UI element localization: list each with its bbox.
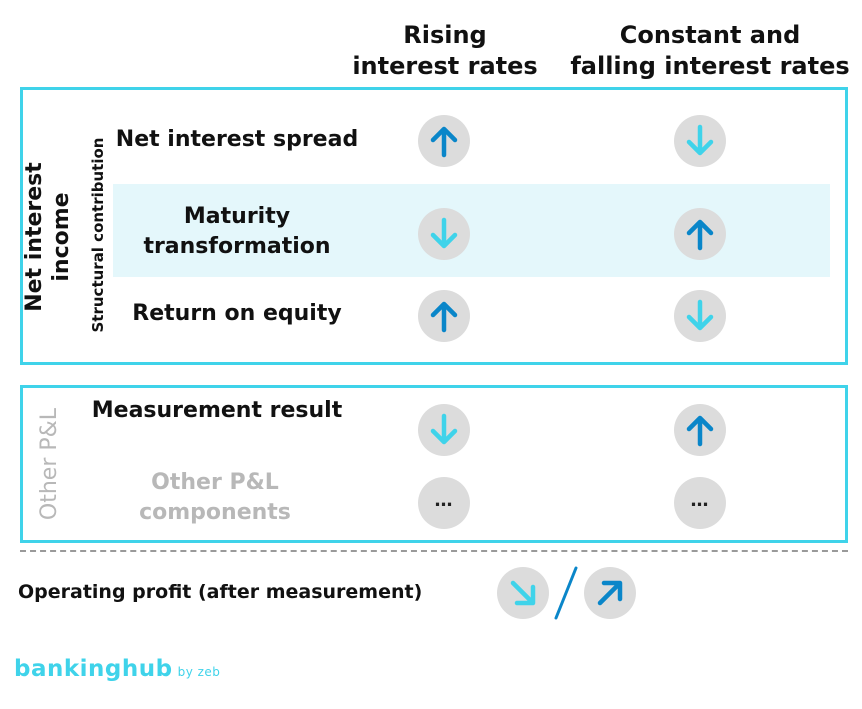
- structural-contribution-text: Structural contribution: [89, 137, 107, 333]
- ellipsis-icon: …: [434, 489, 454, 511]
- arrow-down-right-icon: [510, 580, 536, 606]
- arrow-up-icon: [686, 219, 714, 251]
- other-pl-box: [20, 385, 848, 543]
- indicator-spread-falling: [674, 115, 726, 167]
- arrow-down-icon: [430, 217, 458, 249]
- indicator-maturity-rising: [418, 208, 470, 260]
- row-label-other-pl-components-line2: components: [139, 500, 291, 525]
- indicator-measurement-rising: [418, 404, 470, 456]
- other-pl-vertical-label: Other P&L: [37, 384, 63, 544]
- logo-suffix: by zeb: [177, 665, 221, 679]
- indicator-other-pl-rising: …: [418, 477, 470, 529]
- row-label-measurement-result-text: Measurement result: [91, 398, 343, 423]
- row-label-maturity-transformation: Maturity transformation: [110, 202, 364, 262]
- dashed-divider: [20, 550, 848, 552]
- row-label-return-on-equity: Return on equity: [110, 299, 364, 329]
- arrow-up-right-icon: [597, 580, 623, 606]
- net-interest-income-label-line1: Net interest: [22, 162, 47, 312]
- column-header-rising: Rising interest rates: [350, 20, 540, 82]
- indicator-other-pl-falling: …: [674, 477, 726, 529]
- arrow-up-icon: [686, 415, 714, 447]
- indicator-measurement-falling: [674, 404, 726, 456]
- column-header-rising-line1: Rising: [403, 21, 487, 49]
- net-interest-income-label: Net interest income: [21, 137, 77, 337]
- logo-name: bankinghub: [14, 656, 173, 682]
- row-label-net-interest-spread-text: Net interest spread: [115, 127, 359, 152]
- operating-profit-text: Operating profit (after measurement): [18, 581, 423, 603]
- column-header-falling-line1: Constant and: [619, 21, 801, 49]
- row-label-maturity-transformation-line1: Maturity: [183, 204, 291, 229]
- operating-profit-indicator-up: [584, 567, 636, 619]
- indicator-spread-rising: [418, 115, 470, 167]
- ellipsis-icon: …: [690, 489, 710, 511]
- operating-profit-label: Operating profit (after measurement): [18, 578, 422, 606]
- row-label-measurement-result: Measurement result: [82, 396, 352, 426]
- slash-separator: [554, 566, 578, 620]
- structural-contribution-label: Structural contribution: [88, 130, 108, 340]
- bankinghub-logo: bankinghub by zeb: [14, 656, 220, 682]
- row-label-return-on-equity-text: Return on equity: [132, 301, 342, 326]
- column-header-rising-line2: interest rates: [352, 52, 538, 80]
- indicator-equity-rising: [418, 290, 470, 342]
- arrow-down-icon: [430, 413, 458, 445]
- arrow-down-icon: [686, 124, 714, 156]
- arrow-down-icon: [686, 299, 714, 331]
- indicator-equity-falling: [674, 290, 726, 342]
- arrow-up-icon: [430, 126, 458, 158]
- indicator-maturity-falling: [674, 208, 726, 260]
- row-label-other-pl-components-line1: Other P&L: [151, 470, 279, 495]
- net-interest-income-box: [20, 87, 848, 365]
- row-label-net-interest-spread: Net interest spread: [110, 125, 364, 155]
- arrow-up-icon: [430, 301, 458, 333]
- column-header-falling-line2: falling interest rates: [570, 52, 850, 80]
- other-pl-vertical-text: Other P&L: [37, 407, 62, 521]
- row-label-other-pl-components: Other P&L components: [100, 468, 330, 528]
- net-interest-income-label-line2: income: [49, 192, 74, 282]
- row-label-maturity-transformation-line2: transformation: [143, 234, 331, 259]
- operating-profit-indicator-down: [497, 567, 549, 619]
- column-header-falling: Constant and falling interest rates: [570, 20, 850, 82]
